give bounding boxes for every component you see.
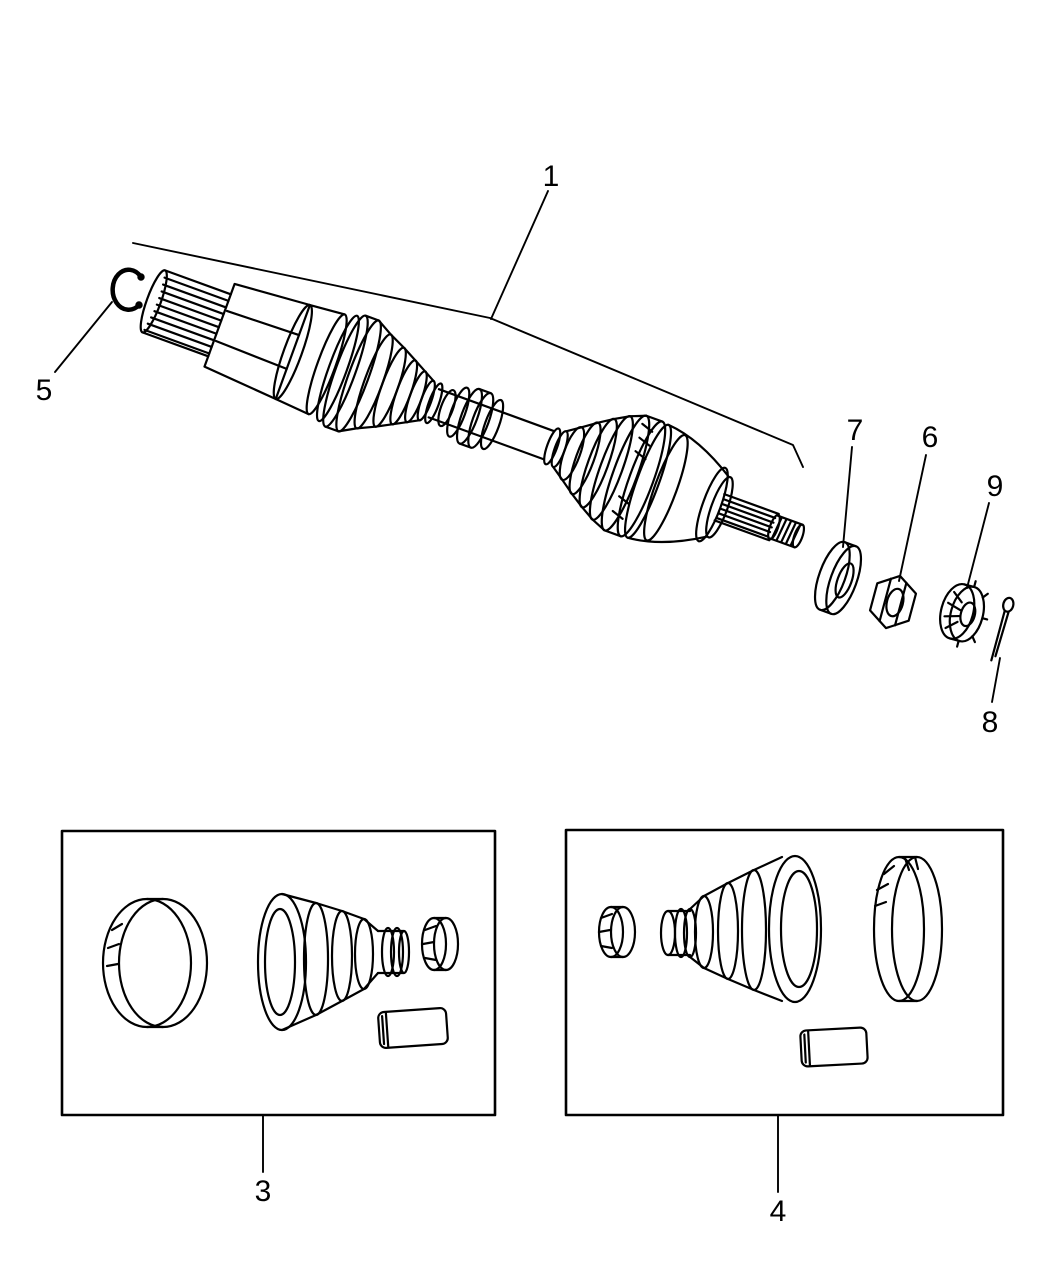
- hub-nut: [868, 574, 918, 630]
- leader-7: [842, 446, 853, 548]
- outer-boot: [543, 414, 667, 538]
- callout-6-hub-nut: 6: [922, 421, 939, 454]
- callout-7-washer: 7: [847, 414, 864, 447]
- snap-ring: [110, 267, 145, 312]
- outer-stub-shaft: [713, 493, 806, 549]
- callout-8-cotter-pin: 8: [982, 706, 999, 739]
- boot-clamp-large-right: [872, 855, 944, 1003]
- leader-8: [991, 657, 1001, 703]
- kit-box-left-outline: [60, 829, 497, 1117]
- assembly-bracket-line: [132, 242, 804, 468]
- outer-joint-housing: [623, 423, 734, 544]
- callout-4-boot-kit-right: 4: [770, 1195, 787, 1228]
- nut-lock: [939, 580, 989, 648]
- boot-kit-box-left: [60, 829, 497, 1117]
- kit-box-right-outline: [564, 828, 1005, 1117]
- cotter-pin: [990, 596, 1015, 662]
- leader-lines: [54, 190, 1001, 1193]
- boot-clamp-small-right: [597, 905, 637, 959]
- inner-boot: [322, 314, 444, 433]
- callout-labels: 1 5 7 6 9 8 3 4: [36, 160, 1004, 1228]
- grease-packet-left: [377, 1006, 449, 1050]
- washer: [813, 540, 863, 616]
- axle-shaft-assembly: [139, 269, 806, 549]
- leader-9: [966, 502, 990, 589]
- grease-packet-right: [799, 1026, 869, 1068]
- cv-boot-left-kit: [256, 892, 411, 1032]
- leader-5: [54, 301, 113, 373]
- callout-9-nut-lock: 9: [987, 470, 1004, 503]
- callout-1-axle-assembly: 1: [543, 160, 560, 193]
- inner-joint-body: [203, 282, 360, 423]
- boot-kit-box-right: [564, 828, 1005, 1117]
- cv-boot-right-kit: [659, 854, 823, 1004]
- interconnecting-shaft: [427, 386, 555, 461]
- leader-6: [898, 454, 927, 582]
- boot-clamp-small-left: [420, 916, 460, 972]
- boot-clamp-large-left: [101, 897, 209, 1029]
- callout-5-snap-ring: 5: [36, 374, 53, 407]
- axle-spline-left: [139, 269, 232, 358]
- leader-1: [490, 190, 549, 320]
- callout-3-boot-kit-left: 3: [255, 1175, 272, 1208]
